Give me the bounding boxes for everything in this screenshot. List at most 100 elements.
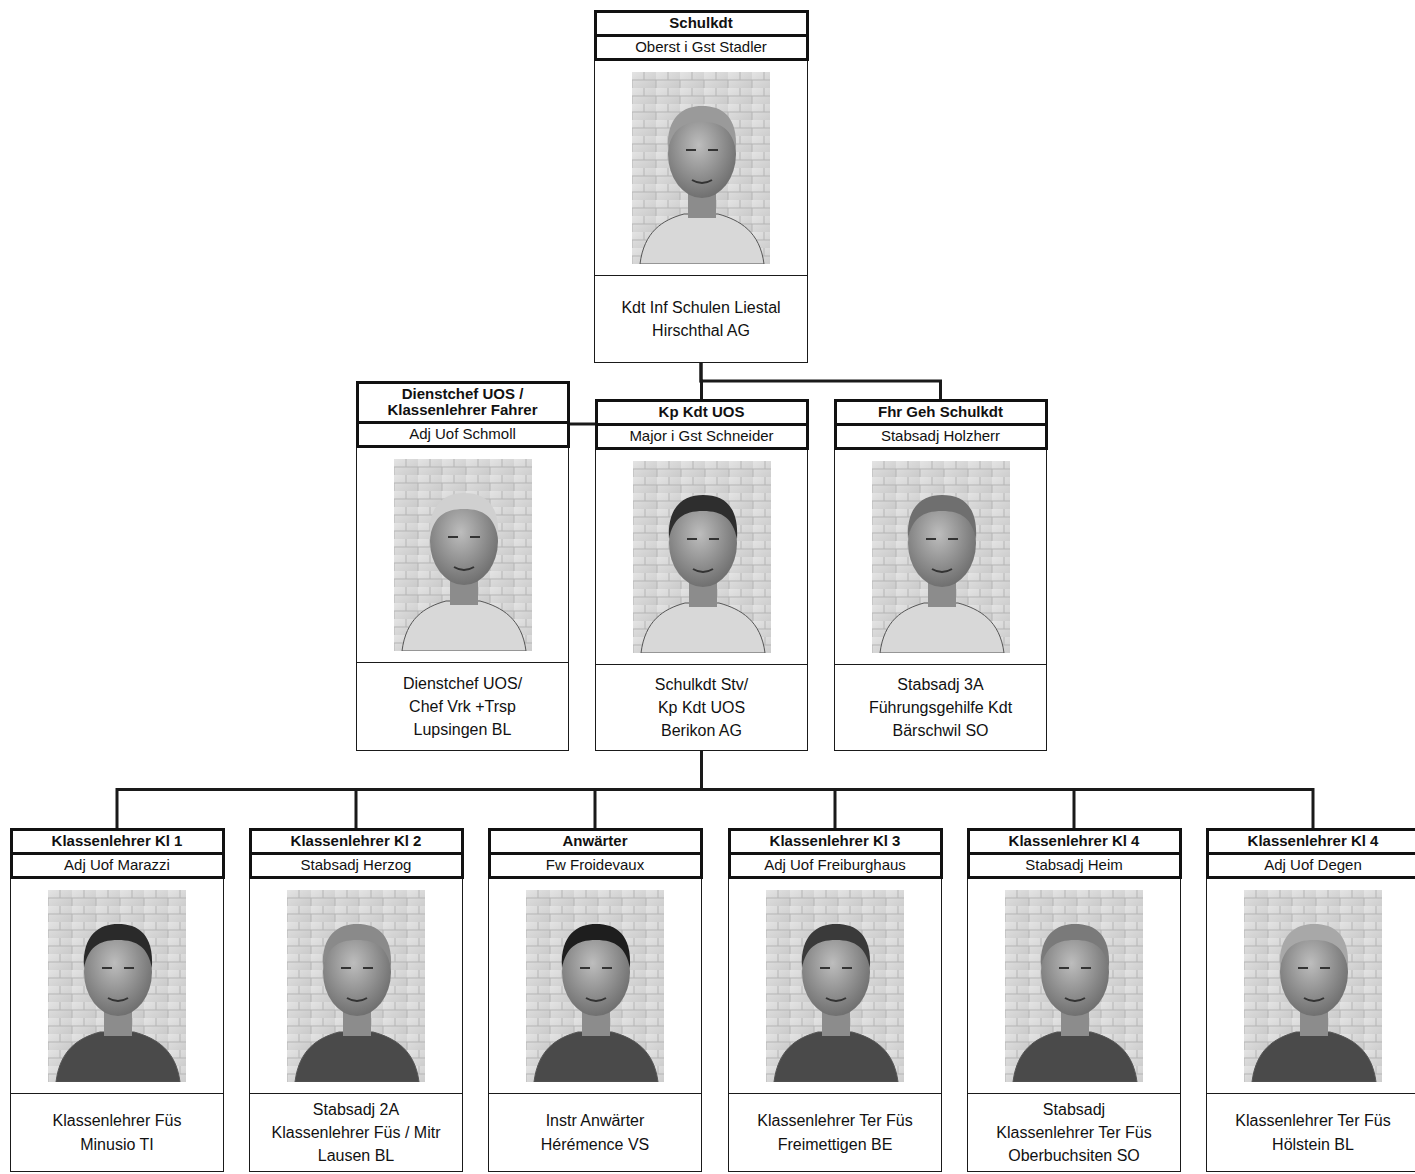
person-box: Klassenlehrer Kl 4Adj Uof DegenKlassenle… [1206,828,1415,1172]
portrait-photo [394,459,532,651]
org-connector [117,751,702,828]
person-box: Klassenlehrer Kl 4Stabsadj HeimStabsadj … [967,828,1181,1172]
header-band: Kp Kdt UOSMajor i Gst Schneider [595,399,809,451]
portrait-photo [287,890,425,1082]
shoulders [880,603,1004,653]
body-panel: Dienstchef UOS/ Chef Vrk +Trsp Lupsingen… [357,662,568,750]
body-panel: Stabsadj Klassenlehrer Ter Füs Oberbuchs… [968,1093,1180,1171]
body-panel: Klassenlehrer Ter Füs Freimettigen BE [729,1093,941,1171]
role-title: Klassenlehrer Kl 2 [252,831,461,852]
hair [668,106,736,150]
person-box: AnwärterFw FroidevauxInstr Anwärter Héré… [488,828,702,1172]
org-connector [702,751,1314,828]
portrait-photo [872,461,1010,653]
body-panel: Stabsadj 2A Klassenlehrer Füs / Mitr Lau… [250,1093,462,1171]
body-panel: Klassenlehrer Füs Minusio TI [11,1093,223,1171]
photo-background [872,461,1010,653]
function-text: Klassenlehrer Füs Minusio TI [42,1109,192,1155]
facial-features [686,150,718,183]
facial-features [1298,968,1330,1001]
hair [429,493,497,537]
role-title: Klassenlehrer Kl 1 [13,831,222,852]
photo-frame [1207,879,1415,1093]
facial-features [341,968,373,1001]
person-name: Stabsadj Heim [970,852,1179,877]
photo-frame [729,879,941,1093]
function-text: Klassenlehrer Ter Füs Hölstein BL [1228,1109,1398,1155]
body-panel: Instr Anwärter Hérémence VS [489,1093,701,1171]
role-title: Schulkdt [597,13,806,34]
header-band: SchulkdtOberst i Gst Stadler [594,10,809,62]
person-box: Fhr Geh SchulkdtStabsadj HolzherrStabsad… [834,399,1047,751]
photo-background [633,461,771,653]
role-title: Anwärter [491,831,700,852]
photo-background [1005,890,1143,1082]
person-name: Adj Uof Freiburghaus [731,852,940,877]
role-title: Klassenlehrer Kl 3 [731,831,940,852]
org-connector [356,751,702,828]
header-band: Klassenlehrer Kl 1Adj Uof Marazzi [10,828,225,880]
person-name: Adj Uof Marazzi [13,852,222,877]
shoulders [641,603,765,653]
shoulders [402,601,526,651]
portrait-photo [633,461,771,653]
role-title: Klassenlehrer Kl 4 [970,831,1179,852]
function-text: Schulkdt Stv/ Kp Kdt UOS Berikon AG [647,673,757,743]
photo-frame [968,879,1180,1093]
header-band: Klassenlehrer Kl 4Adj Uof Degen [1206,828,1415,880]
facial-features [1059,968,1091,1001]
body-panel: Schulkdt Stv/ Kp Kdt UOS Berikon AG [596,664,807,750]
role-title: Kp Kdt UOS [598,402,806,423]
portrait-photo [1005,890,1143,1082]
facial-features [687,539,719,572]
header-band: Klassenlehrer Kl 3Adj Uof Freiburghaus [728,828,943,880]
header-band: Klassenlehrer Kl 2Stabsadj Herzog [249,828,464,880]
hair [323,924,391,968]
function-text: Instr Anwärter Hérémence VS [510,1109,680,1155]
photo-frame [11,879,223,1093]
header-band: AnwärterFw Froidevaux [488,828,703,880]
portrait-photo [632,72,770,264]
person-name: Adj Uof Schmoll [359,421,567,446]
function-text: Kdt Inf Schulen Liestal Hirschthal AG [601,296,801,342]
photo-background [632,72,770,264]
person-name: Stabsadj Herzog [252,852,461,877]
shoulders [295,1032,419,1082]
portrait-photo [1244,890,1382,1082]
function-text: Stabsadj 3A Führungsgehilfe Kdt Bärschwi… [861,673,1021,743]
facial-features [102,968,134,1001]
hair [668,495,736,539]
photo-background [1244,890,1382,1082]
function-text: Stabsadj 2A Klassenlehrer Füs / Mitr Lau… [266,1098,446,1168]
person-box: SchulkdtOberst i Gst StadlerKdt Inf Schu… [594,10,808,363]
person-box: Klassenlehrer Kl 2Stabsadj HerzogStabsad… [249,828,463,1172]
function-text: Klassenlehrer Ter Füs Freimettigen BE [750,1109,920,1155]
person-name: Adj Uof Degen [1209,852,1415,877]
org-connector [595,751,702,828]
function-text: Stabsadj Klassenlehrer Ter Füs Oberbuchs… [994,1098,1155,1168]
header-band: Klassenlehrer Kl 4Stabsadj Heim [967,828,1182,880]
hair [907,495,975,539]
facial-features [580,968,612,1001]
person-box: Dienstchef UOS / Klassenlehrer FahrerAdj… [356,381,569,751]
photo-frame [250,879,462,1093]
role-title: Klassenlehrer Kl 4 [1209,831,1415,852]
hair [562,924,630,968]
shoulders [534,1032,658,1082]
shoulders [1013,1032,1137,1082]
hair [84,924,152,968]
body-panel: Stabsadj 3A Führungsgehilfe Kdt Bärschwi… [835,664,1046,750]
person-box: Klassenlehrer Kl 1Adj Uof MarazziKlassen… [10,828,224,1172]
photo-frame [596,450,807,664]
shoulders [640,214,764,264]
hair [1041,924,1109,968]
header-band: Fhr Geh SchulkdtStabsadj Holzherr [834,399,1048,451]
role-title: Fhr Geh Schulkdt [837,402,1045,423]
facial-features [926,539,958,572]
photo-background [526,890,664,1082]
body-panel: Kdt Inf Schulen Liestal Hirschthal AG [595,275,807,362]
person-name: Oberst i Gst Stadler [597,34,806,59]
portrait-photo [766,890,904,1082]
photo-background [287,890,425,1082]
